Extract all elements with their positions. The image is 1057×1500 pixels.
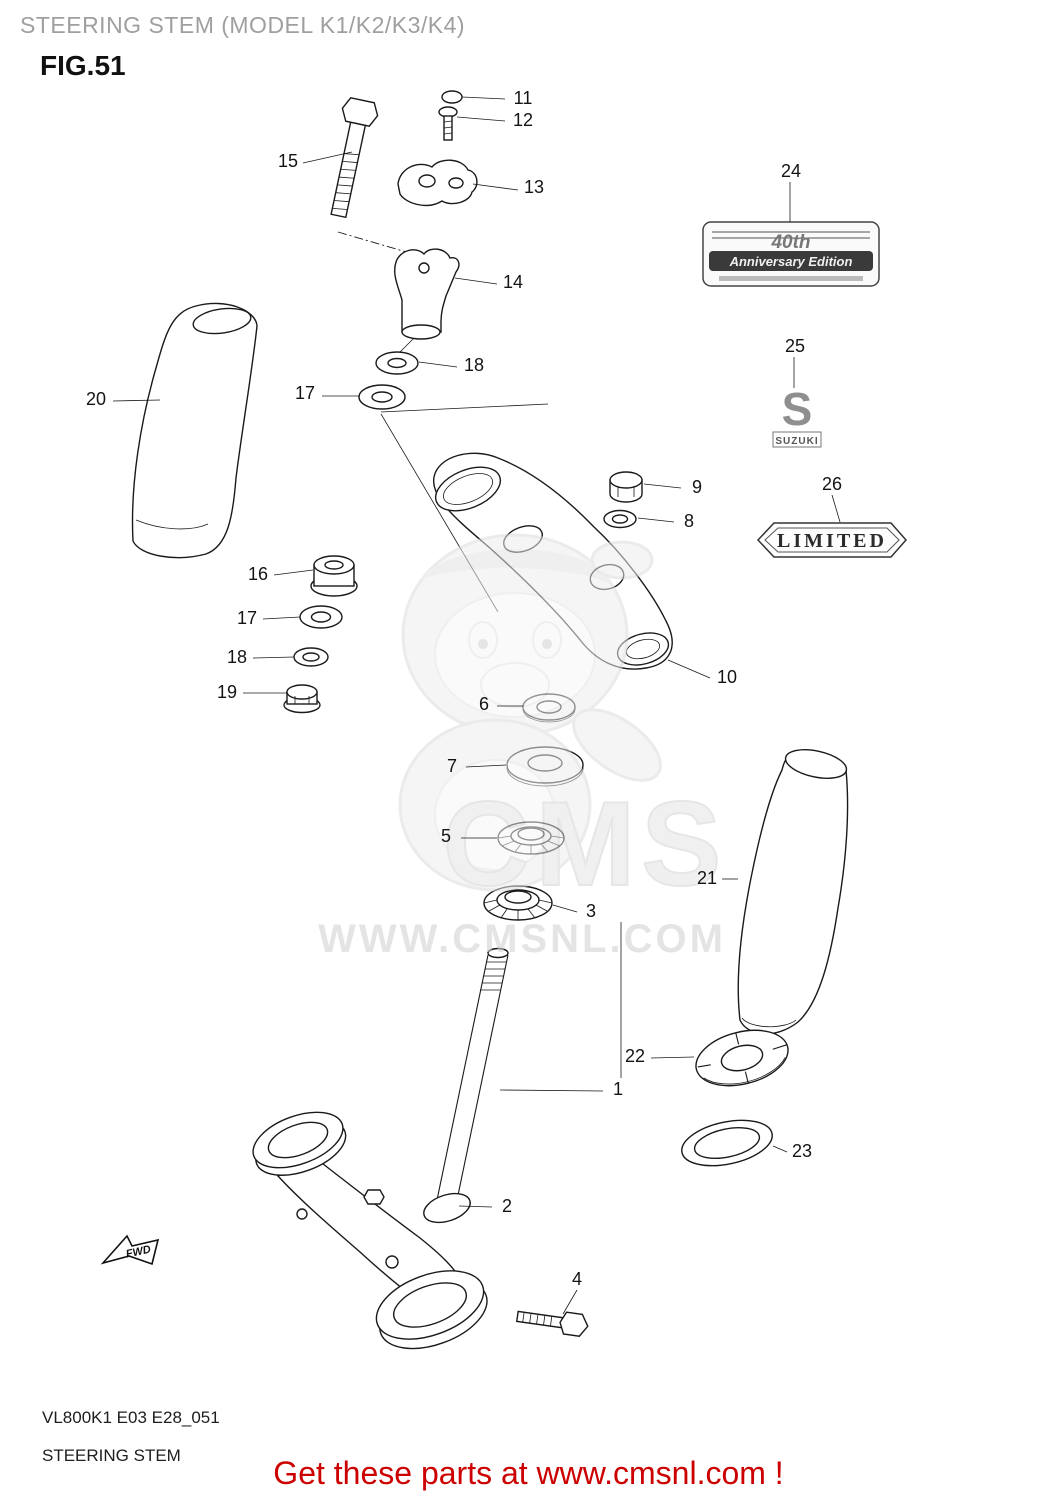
part-callout-26: 26 [822, 474, 842, 494]
part-callout-20: 20 [86, 389, 106, 409]
leader-lines [112, 96, 841, 1315]
fwd-label: FWD [125, 1244, 152, 1261]
part-callout-9: 9 [692, 477, 702, 497]
figure-label: FIG.51 [40, 50, 126, 81]
part-callout-18-upper: 18 [464, 355, 484, 375]
part-callout-22: 22 [625, 1046, 645, 1066]
part-cover-20 [131, 302, 258, 559]
part-bearing-3 [483, 885, 553, 921]
part-callout-24: 24 [781, 161, 801, 181]
limited-text: LIMITED [777, 530, 887, 552]
badge-suzuki-25: S SUZUKI [772, 383, 822, 448]
anniversary-top-text: 40th [770, 232, 810, 253]
part-callout-13: 13 [524, 177, 544, 197]
part-callouts: 11 12 15 13 24 14 18 17 25 20 9 8 26 16 … [86, 88, 842, 1289]
fwd-marker: FWD [100, 1234, 160, 1266]
part-callout-15: 15 [278, 151, 298, 171]
part-callout-17-lower: 17 [237, 608, 257, 628]
cmsnl-watermark: CMS WWW.CMSNL.COM [318, 533, 728, 961]
part-callout-14: 14 [503, 272, 523, 292]
page-title: STEERING STEM (MODEL K1/K2/K3/K4) [20, 12, 466, 38]
part-bushing-16 [310, 555, 358, 597]
watermark-url-text: WWW.CMSNL.COM [318, 917, 726, 961]
badge-anniversary-24: 40th Anniversary Edition [702, 221, 880, 287]
part-washer-17-upper [358, 384, 406, 410]
part-callout-2: 2 [502, 1196, 512, 1216]
part-callout-16: 16 [248, 564, 268, 584]
part-washer-23 [681, 1119, 773, 1167]
suzuki-wordmark: SUZUKI [775, 436, 818, 447]
figure-name: STEERING STEM [42, 1446, 181, 1465]
part-bolt-15 [330, 96, 379, 219]
part-callout-12: 12 [513, 110, 533, 130]
part-callout-6: 6 [479, 694, 489, 714]
part-callout-18-lower: 18 [227, 647, 247, 667]
part-nut-19 [283, 684, 321, 714]
part-callout-10: 10 [717, 667, 737, 687]
part-callout-11: 11 [514, 88, 533, 108]
part-tabbed-washer-22 [695, 1029, 789, 1087]
part-holder-14 [393, 248, 460, 340]
part-callout-19: 19 [217, 682, 237, 702]
part-callout-21: 21 [697, 868, 717, 888]
part-callout-5: 5 [441, 826, 451, 846]
watermark-logo-text: CMS [443, 777, 728, 911]
anniversary-main-text: Anniversary Edition [729, 254, 853, 269]
part-callout-8: 8 [684, 511, 694, 531]
part-callout-23: 23 [792, 1141, 812, 1161]
part-screw-12 [438, 106, 458, 141]
model-code: VL800K1 E03 E28_051 [42, 1408, 220, 1427]
anniversary-small-print-bar [719, 276, 863, 281]
part-callout-7: 7 [447, 756, 457, 776]
part-capnut-9 [609, 471, 643, 503]
suzuki-s-logo: S [782, 383, 813, 435]
part-washer-18-lower [293, 647, 329, 667]
cmsnl-promo-link[interactable]: Get these parts at www.cmsnl.com ! [273, 1455, 784, 1491]
part-washer-8 [603, 509, 637, 529]
part-cover-21 [737, 749, 849, 1035]
part-callout-1: 1 [613, 1079, 623, 1099]
part-callout-17-upper: 17 [295, 383, 315, 403]
part-callout-3: 3 [586, 901, 596, 921]
part-lower-clamp-2 [252, 1111, 488, 1350]
badge-limited-26: LIMITED [756, 522, 908, 558]
part-steering-stem-1 [423, 947, 509, 1224]
part-washer-17-lower [299, 605, 343, 629]
part-washer-18-upper [375, 351, 419, 375]
part-callout-25: 25 [785, 336, 805, 356]
part-clamp-13 [397, 159, 478, 207]
part-cap-11 [441, 90, 463, 104]
part-bolt-4 [515, 1310, 589, 1337]
part-callout-4: 4 [572, 1269, 582, 1289]
